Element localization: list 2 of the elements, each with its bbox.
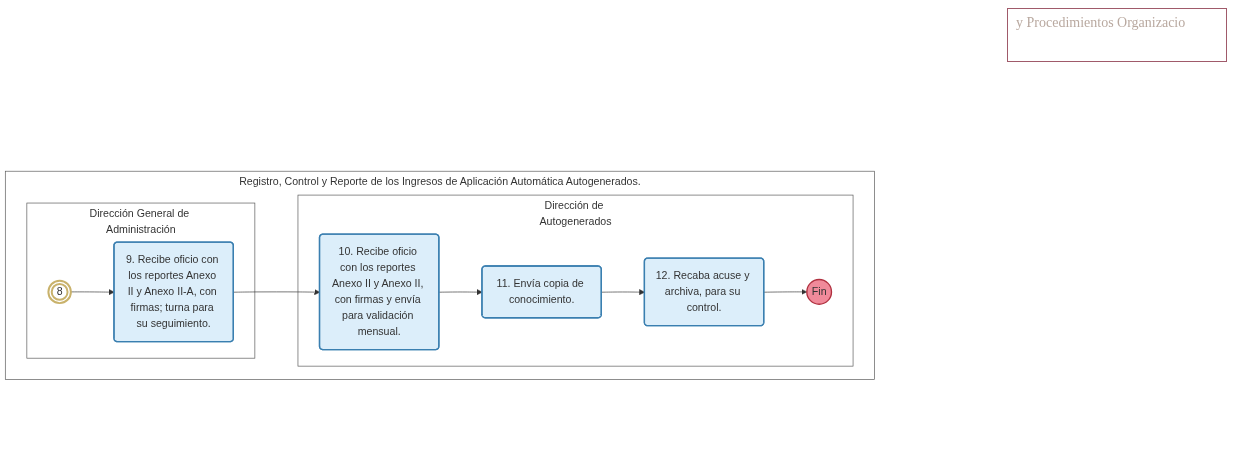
stamp-text: y Procedimientos Organizacio [1007,8,1227,62]
node-circle: Fin [806,278,833,305]
